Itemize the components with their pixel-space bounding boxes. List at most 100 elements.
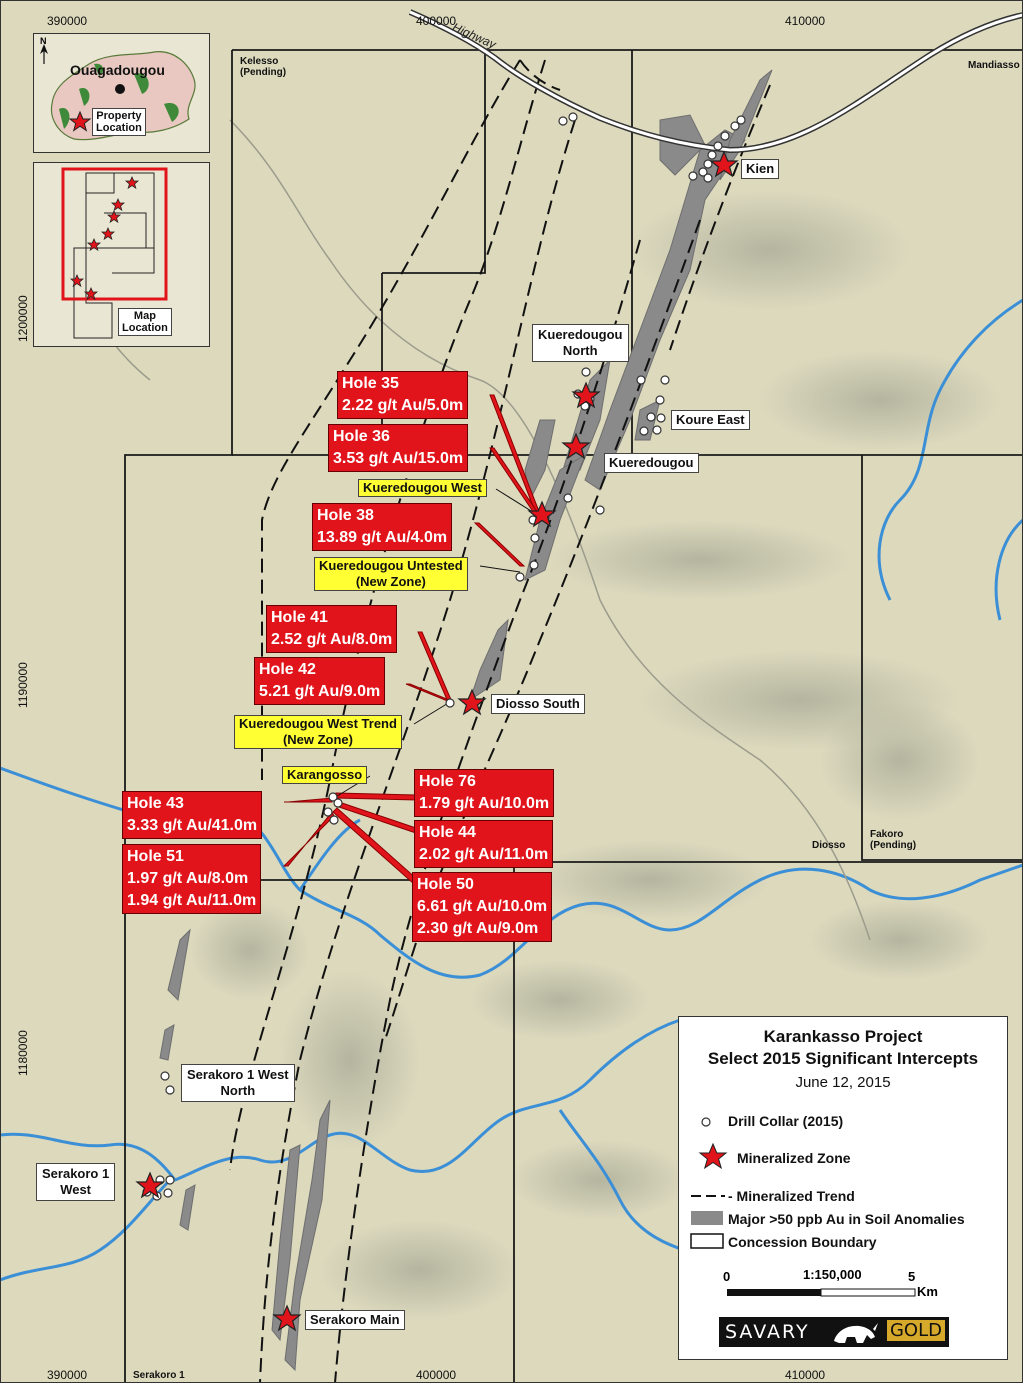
concession-diosso: Diosso <box>812 840 846 851</box>
intercept-hole-35[interactable]: Hole 35 2.22 g/t Au/5.0m <box>337 371 469 419</box>
legend-symbols <box>690 1117 916 1297</box>
scale-ratio: 1:150,000 <box>803 1267 862 1282</box>
y-tick-1190000: 1190000 <box>16 662 30 708</box>
legend-date: June 12, 2015 <box>795 1074 891 1091</box>
map-legend: Karankasso Project Select 2015 Significa… <box>678 1016 1008 1360</box>
property-location-line2: Location <box>96 122 142 134</box>
zone-label-kueredougou-north[interactable]: Kueredougou North <box>532 324 629 362</box>
intercept-hole-41-grade: 2.52 g/t Au/8.0m <box>271 631 393 648</box>
map-location-graphic <box>61 167 168 339</box>
intercept-hole-50[interactable]: Hole 50 6.61 g/t Au/10.0m 2.30 g/t Au/9.… <box>412 872 553 942</box>
label-kueredougou-untested-line1: Kueredougou Untested <box>319 558 463 573</box>
intercept-hole-51-id: Hole 51 <box>127 848 184 865</box>
intercept-hole-50-id: Hole 50 <box>417 876 474 893</box>
label-kueredougou-west-trend-line1: Kueredougou West Trend <box>239 716 397 731</box>
intercept-hole-41[interactable]: Hole 41 2.52 g/t Au/8.0m <box>266 605 398 653</box>
label-kueredougou-untested[interactable]: Kueredougou Untested (New Zone) <box>314 557 468 591</box>
x-tick-400000-top: 400000 <box>416 14 457 28</box>
logo-text-gold: GOLD <box>886 1320 945 1341</box>
zone-serakoro1-west-line1: Serakoro 1 <box>42 1166 110 1181</box>
concession-fakoro-status: (Pending) <box>870 840 917 851</box>
label-kueredougou-west-trend-line2: (New Zone) <box>282 732 353 747</box>
zone-label-serakoro1-west-north[interactable]: Serakoro 1 West North <box>181 1064 295 1102</box>
label-karangosso[interactable]: Karangosso <box>282 766 368 784</box>
legend-mineralized-trend: - Mineralized Trend <box>728 1188 855 1204</box>
rhino-icon <box>834 1323 878 1343</box>
intercept-hole-76-grade: 1.79 g/t Au/10.0m <box>419 795 550 812</box>
zone-kueredougou-north-line2: North <box>562 343 598 358</box>
y-tick-1180000: 1180000 <box>16 1030 30 1076</box>
callout-leaders <box>282 394 541 885</box>
x-tick-390000-top: 390000 <box>47 14 88 28</box>
intercept-hole-76[interactable]: Hole 76 1.79 g/t Au/10.0m <box>414 769 555 817</box>
zone-label-kien[interactable]: Kien <box>741 159 780 179</box>
map-location-line2: Location <box>122 322 168 334</box>
intercept-hole-43[interactable]: Hole 43 3.33 g/t Au/41.0m <box>122 791 263 839</box>
zone-label-koure-east[interactable]: Koure East <box>671 410 750 430</box>
zone-kueredougou-north-line1: Kueredougou <box>538 327 623 342</box>
x-tick-410000-top: 410000 <box>785 14 826 28</box>
label-kueredougou-untested-line2: (New Zone) <box>355 574 426 589</box>
y-tick-1200000: 1200000 <box>16 295 30 342</box>
map-location-inset: Map Location <box>33 162 210 347</box>
zone-serakoro1-west-line2: West <box>60 1182 92 1197</box>
zone-label-serakoro1-west[interactable]: Serakoro 1 West <box>36 1163 116 1201</box>
property-location-line1: Property <box>96 110 142 122</box>
savary-gold-logo: SAVARY GOLD <box>719 1317 949 1347</box>
property-location-label: Property Location <box>92 108 146 136</box>
intercept-hole-51-grade-1: 1.97 g/t Au/8.0m <box>127 870 249 887</box>
legend-concession-boundary: Concession Boundary <box>728 1234 877 1250</box>
intercept-hole-43-id: Hole 43 <box>127 795 184 812</box>
zone-label-kueredougou[interactable]: Kueredougou <box>604 453 699 473</box>
zone-label-serakoro-main[interactable]: Serakoro Main <box>305 1310 405 1330</box>
intercept-hole-38-id: Hole 38 <box>317 507 374 524</box>
intercept-hole-50-grade-2: 2.30 g/t Au/9.0m <box>417 920 539 937</box>
legend-mineralized-zone: Mineralized Zone <box>737 1150 851 1166</box>
intercept-hole-50-grade-1: 6.61 g/t Au/10.0m <box>417 898 548 915</box>
scale-zero: 0 <box>723 1269 731 1284</box>
concession-kelesso-status: (Pending) <box>240 67 287 78</box>
intercept-hole-44[interactable]: Hole 44 2.02 g/t Au/11.0m <box>414 820 554 868</box>
concession-serakoro1: Serakoro 1 <box>133 1370 185 1381</box>
legend-subtitle: Select 2015 Significant Intercepts <box>707 1049 979 1068</box>
intercept-hole-76-id: Hole 76 <box>419 773 476 790</box>
concession-fakoro: Fakoro (Pending) <box>870 829 916 851</box>
city-ouagadougou: Ouagadougou <box>70 62 165 78</box>
intercept-hole-38[interactable]: Hole 38 13.89 g/t Au/4.0m <box>312 503 453 551</box>
highway <box>408 9 1023 154</box>
map-location-line1: Map <box>133 310 156 322</box>
concession-kelesso: Kelesso (Pending) <box>240 56 286 78</box>
terrain-shading <box>190 190 1000 1320</box>
country-inset-graphic <box>40 44 196 141</box>
intercept-hole-51-grade-2: 1.94 g/t Au/11.0m <box>127 892 257 909</box>
zone-serakoro1-west-north-line1: Serakoro 1 West <box>187 1067 289 1082</box>
intercept-hole-36-grade: 3.53 g/t Au/15.0m <box>333 450 464 467</box>
intercept-hole-42-grade: 5.21 g/t Au/9.0m <box>259 683 381 700</box>
intercept-hole-42[interactable]: Hole 42 5.21 g/t Au/9.0m <box>254 657 386 705</box>
scale-unit: Km <box>917 1284 938 1299</box>
x-tick-410000-bottom: 410000 <box>785 1368 826 1382</box>
scale-five: 5 <box>908 1269 916 1284</box>
mineralized-zone-stars <box>135 150 739 1332</box>
legend-soil-anomalies: Major >50 ppb Au in Soil Anomalies <box>728 1211 965 1227</box>
label-kueredougou-west-trend[interactable]: Kueredougou West Trend (New Zone) <box>234 715 402 749</box>
intercept-hole-43-grade: 3.33 g/t Au/41.0m <box>127 817 258 834</box>
zone-serakoro1-west-north-line2: North <box>220 1083 256 1098</box>
intercept-hole-36[interactable]: Hole 36 3.53 g/t Au/15.0m <box>328 424 469 472</box>
label-kueredougou-west[interactable]: Kueredougou West <box>358 479 487 497</box>
zone-label-diosso-south[interactable]: Diosso South <box>491 694 585 714</box>
intercept-hole-35-id: Hole 35 <box>342 375 399 392</box>
logo-text-savary: SAVARY <box>725 1321 810 1343</box>
intercept-hole-42-id: Hole 42 <box>259 661 316 678</box>
intercept-hole-51[interactable]: Hole 51 1.97 g/t Au/8.0m 1.94 g/t Au/11.… <box>122 844 262 914</box>
concession-fakoro-name: Fakoro <box>870 829 904 840</box>
intercept-hole-41-id: Hole 41 <box>271 609 328 626</box>
intercept-hole-36-id: Hole 36 <box>333 428 390 445</box>
intercept-hole-44-grade: 2.02 g/t Au/11.0m <box>419 846 549 863</box>
map-location-label: Map Location <box>118 308 172 336</box>
concession-kelesso-name: Kelesso <box>240 56 279 67</box>
legend-title: Karankasso Project <box>763 1027 923 1046</box>
north-arrow-label: N <box>40 36 47 46</box>
